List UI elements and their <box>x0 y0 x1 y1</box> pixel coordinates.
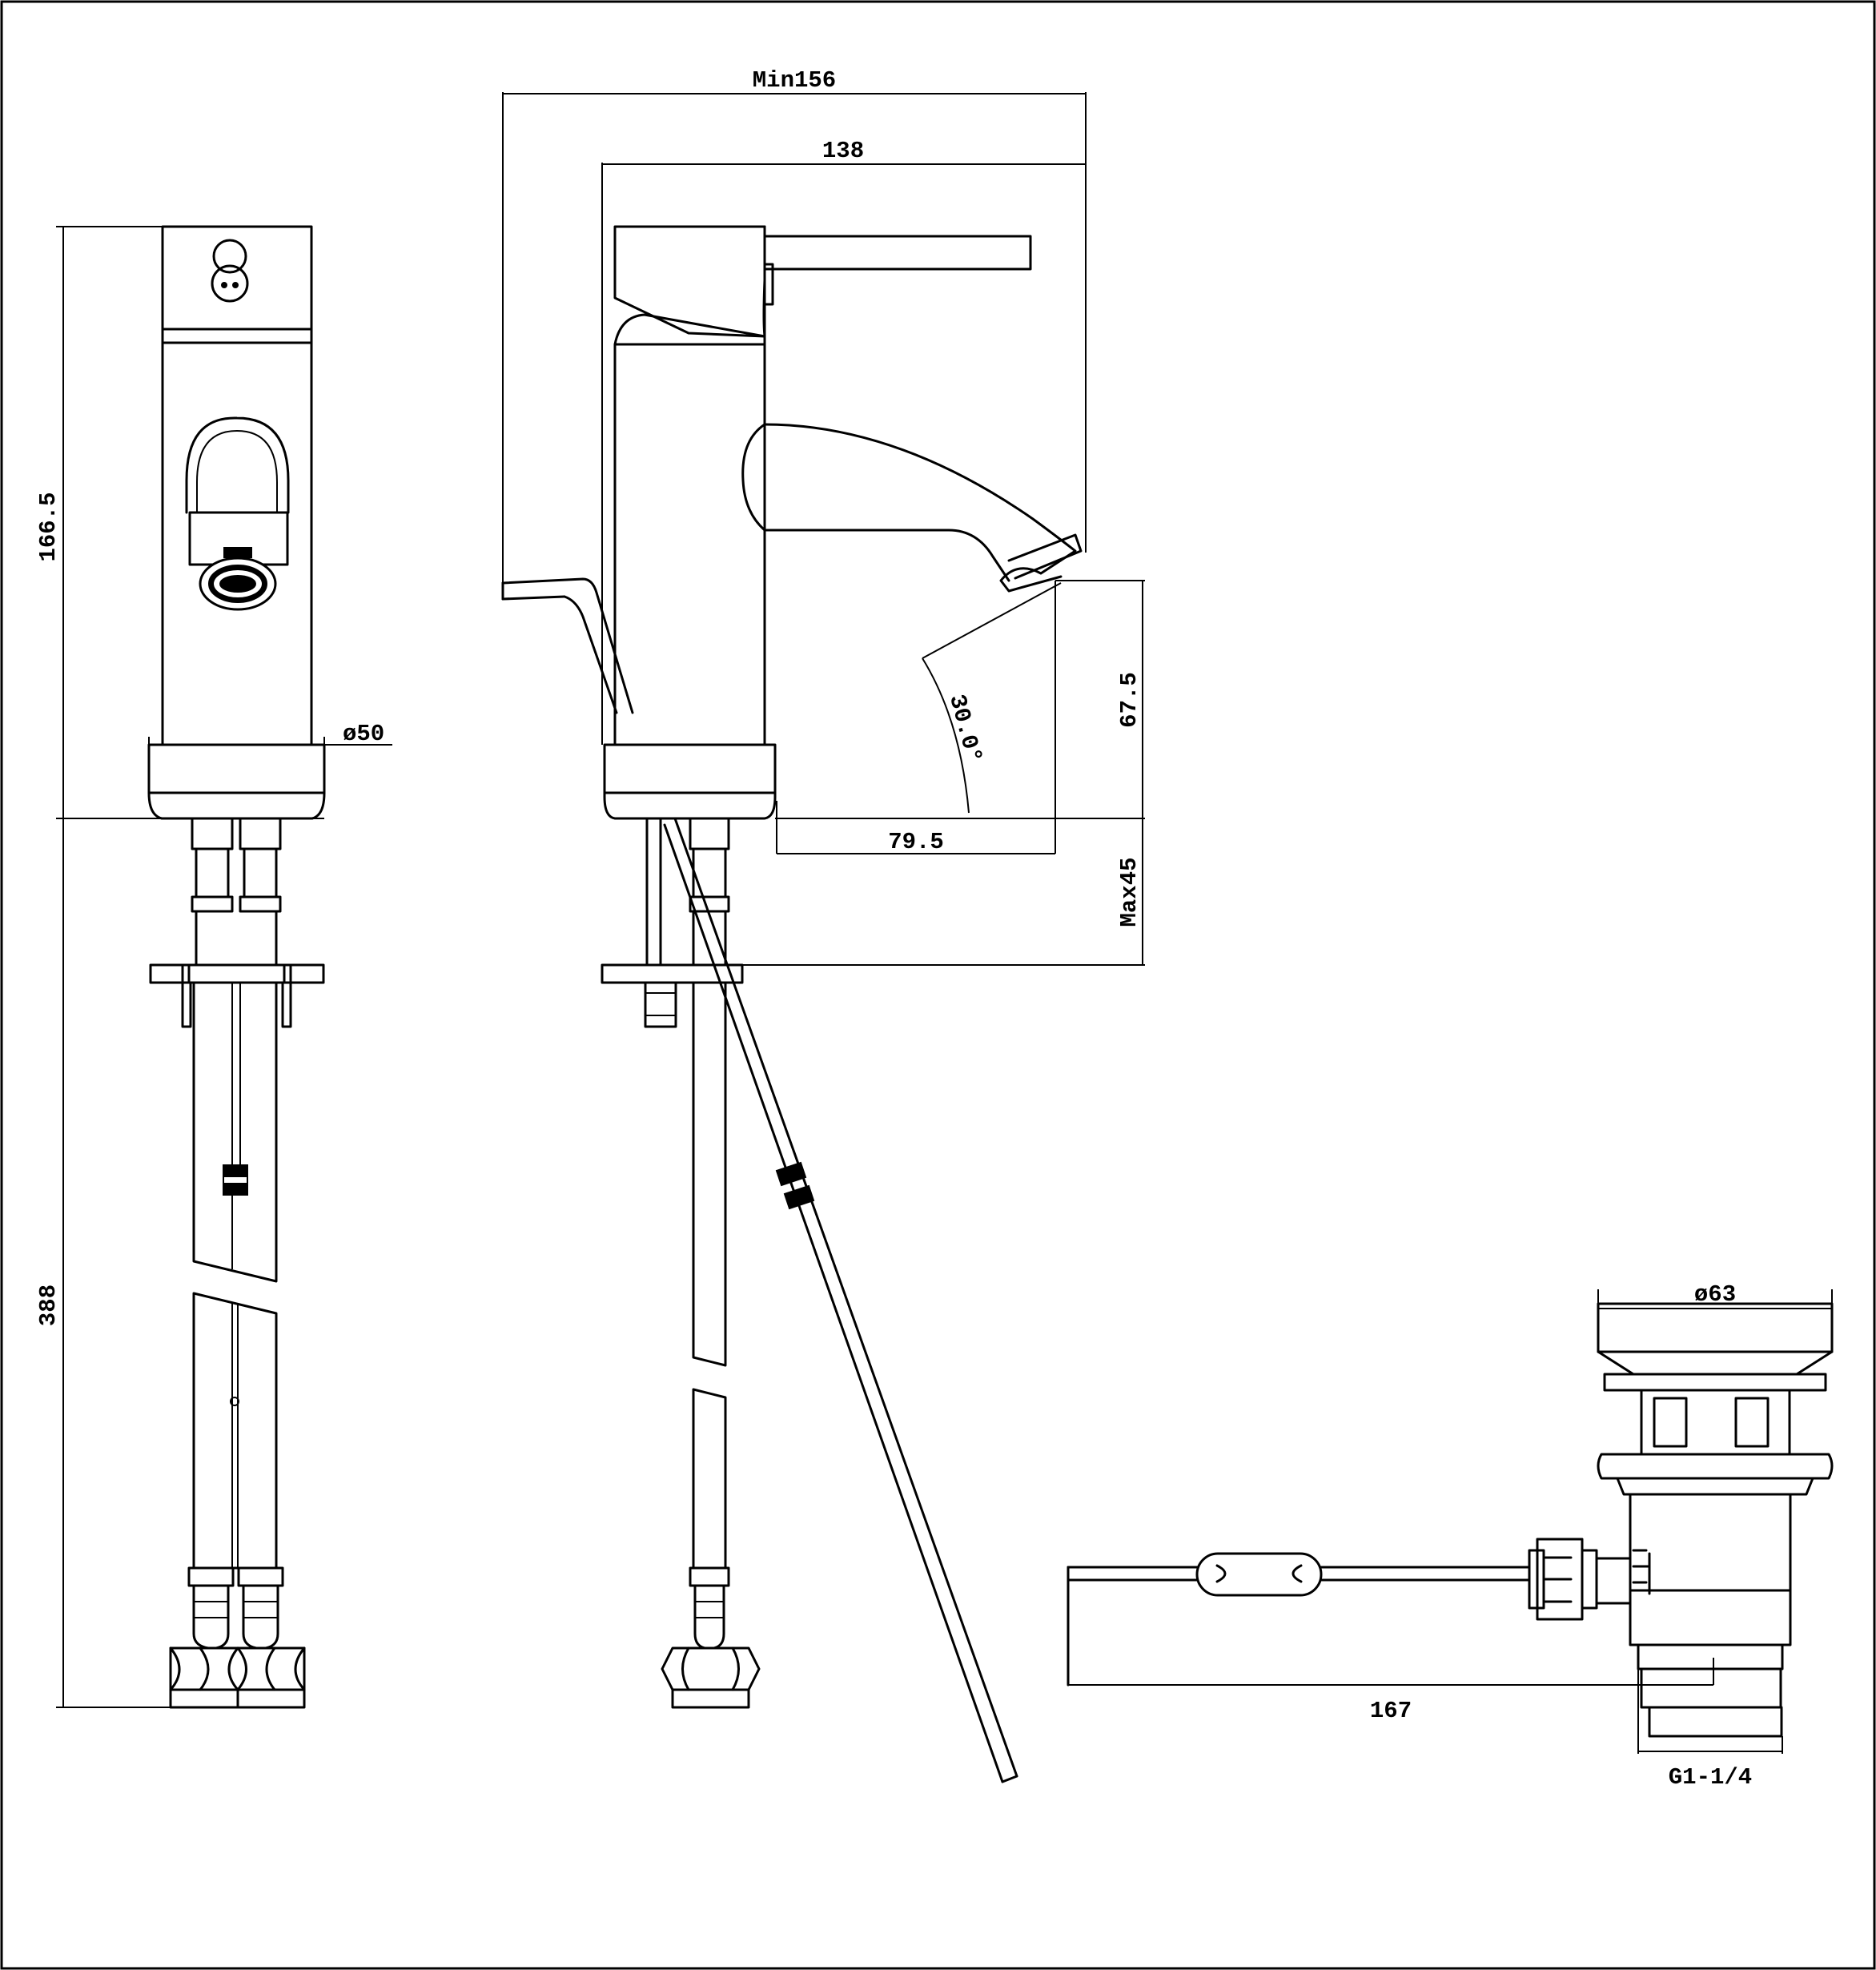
dim-overall-height: 166.5 <box>35 492 62 561</box>
dim-spout-projection: 79.5 <box>888 829 944 855</box>
dim-min-reach: Min156 <box>753 67 836 94</box>
front-view <box>147 225 326 1709</box>
side-dimensions <box>502 92 1145 966</box>
front-dimensions <box>56 226 392 1708</box>
dim-hose-length: 388 <box>35 1285 62 1326</box>
dim-max-deck-thickness: Max45 <box>1116 857 1143 927</box>
waste-assembly <box>1067 1302 1834 1738</box>
dim-body-reach: 138 <box>822 138 864 164</box>
dim-waste-diameter: ø63 <box>1694 1281 1736 1308</box>
dim-waste-cable-length: 167 <box>1370 1698 1412 1724</box>
side-view <box>501 225 1083 1783</box>
waste-dimensions <box>1068 1289 1833 1754</box>
dim-base-diameter: ø50 <box>343 721 384 747</box>
dim-lever-angle: 30.0° <box>943 692 986 766</box>
dim-spout-clearance: 67.5 <box>1116 672 1143 728</box>
dim-waste-thread: G1-1/4 <box>1669 1764 1752 1791</box>
